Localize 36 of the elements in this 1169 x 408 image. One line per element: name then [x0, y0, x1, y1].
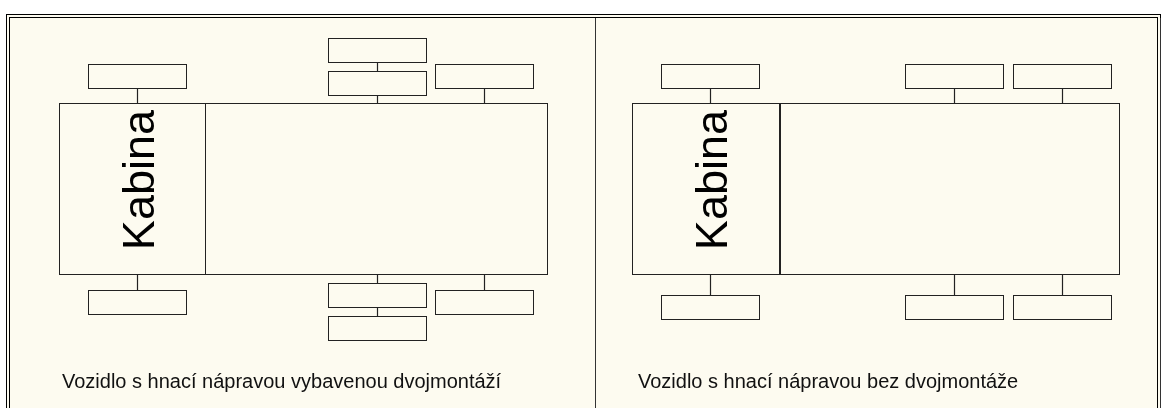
- wheel: [328, 71, 427, 96]
- cab: [632, 103, 780, 275]
- cargo-body: [205, 103, 548, 275]
- axle-line: [136, 88, 139, 104]
- axle-line: [376, 62, 379, 72]
- axle-line: [376, 307, 379, 317]
- axle-line: [953, 88, 956, 104]
- wheel: [435, 64, 534, 89]
- wheel: [88, 64, 187, 89]
- axle-line: [483, 88, 486, 104]
- wheel: [1013, 295, 1112, 320]
- axle-line: [136, 274, 139, 291]
- cab-label: Kabina: [116, 110, 161, 251]
- wheel: [661, 64, 760, 89]
- wheel: [905, 64, 1004, 89]
- axle-line: [953, 274, 956, 296]
- panel-label: Vozidlo s hnací nápravou bez dvojmontáže: [638, 370, 1019, 393]
- wheel: [328, 38, 427, 63]
- panel-label: Vozidlo s hnací nápravou vybavenou dvojmontáží: [62, 370, 502, 393]
- axle-line: [1061, 274, 1064, 296]
- axle-line: [376, 274, 379, 284]
- wheel: [88, 290, 187, 315]
- wheel: [905, 295, 1004, 320]
- wheel: [328, 316, 427, 341]
- axle-line: [709, 88, 712, 104]
- cab-label: Kabina: [689, 110, 734, 251]
- cargo-body: [780, 103, 1120, 275]
- wheel: [435, 290, 534, 315]
- axle-line: [483, 274, 486, 291]
- cab: [59, 103, 206, 275]
- axle-line: [1061, 88, 1064, 104]
- axle-line: [376, 95, 379, 104]
- wheel: [661, 295, 760, 320]
- wheel: [328, 283, 427, 308]
- axle-line: [709, 274, 712, 296]
- wheel: [1013, 64, 1112, 89]
